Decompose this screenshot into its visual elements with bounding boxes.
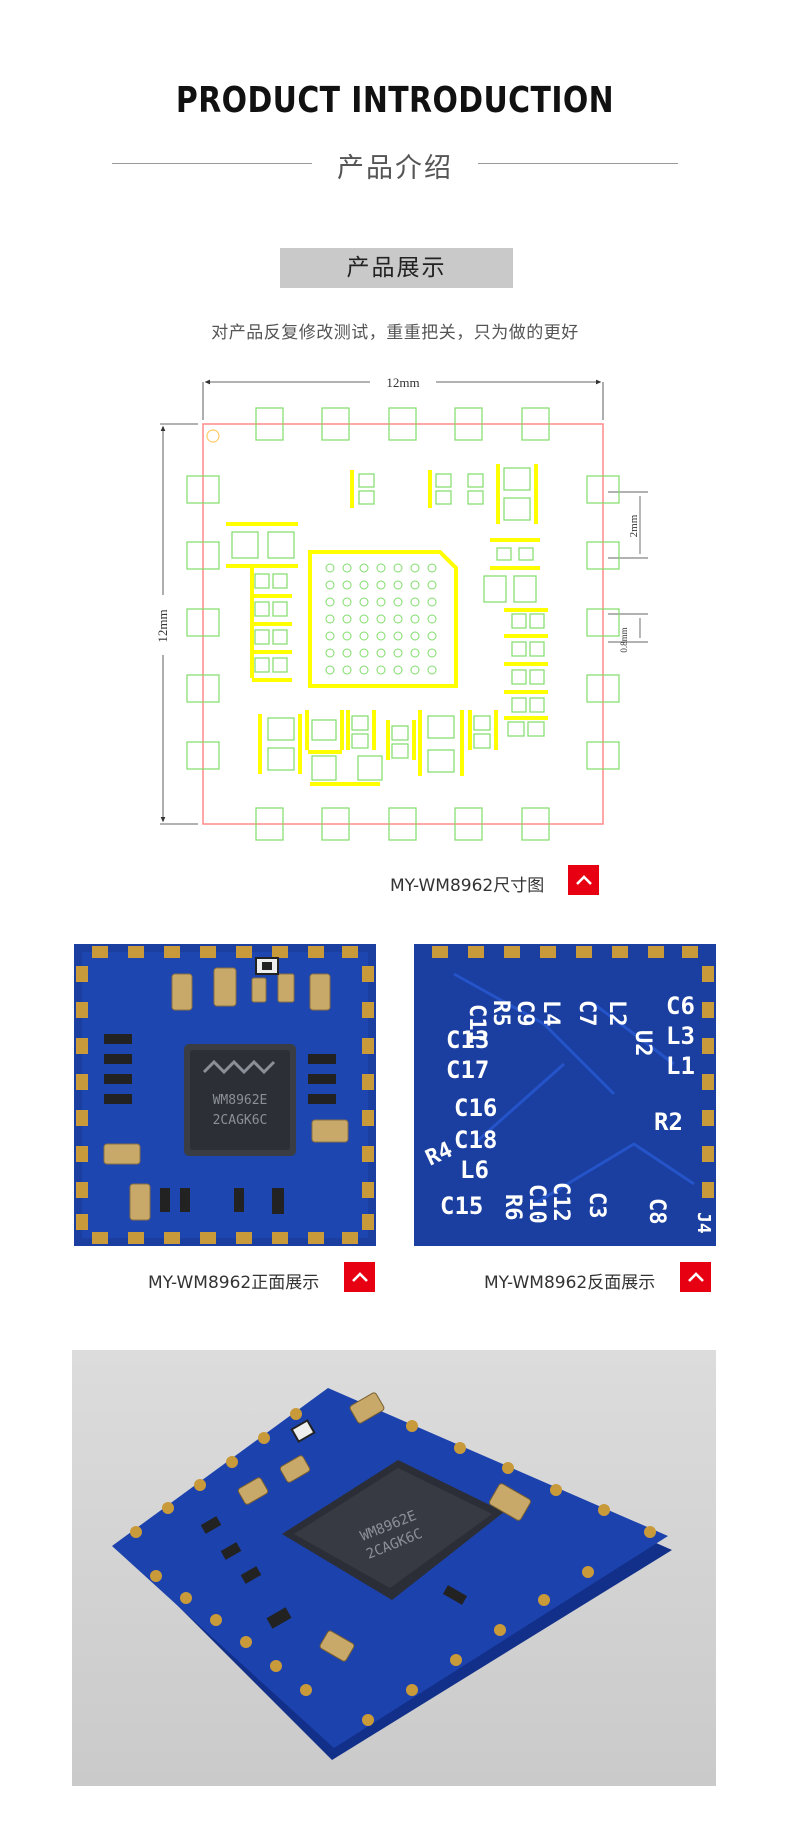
section-subtitle: 对产品反复修改测试，重重把关，只为做的更好 [211,323,579,343]
page-title-cn: 产品介绍 [337,153,453,184]
front-chip-line1: WM8962E [213,1093,268,1108]
silk-l4: L4 [538,1000,563,1027]
silk-l2: L2 [604,1000,629,1027]
width-label: 12mm [386,375,419,390]
silk-c10: C10 [524,1184,549,1224]
front-caption-button[interactable] [344,1262,375,1292]
silk-r5: R5 [488,1000,513,1027]
divider-left [112,163,312,164]
silk-j4: J4 [693,1212,714,1234]
silk-c3: C3 [584,1192,609,1219]
silk-c12: C12 [548,1182,573,1222]
silk-c15: C15 [440,1192,483,1220]
silk-c7: C7 [574,1000,599,1027]
silk-c11: C11 [464,1004,489,1044]
page-title-en: PRODUCT INTRODUCTION [175,80,615,121]
edge-pads [186,407,620,841]
silk-c8: C8 [644,1198,669,1225]
module-3d-photo: WM8962E 2CAGK6C [72,1350,716,1786]
chip-footprint [308,550,458,688]
section-tag: 产品展示 [280,248,513,288]
silk-c13: C13 [446,1026,489,1054]
silk-c16: C16 [454,1094,497,1122]
silk-c9: C9 [512,1000,537,1027]
pad-label: 0.8mm [619,627,629,652]
back-view-caption: MY-WM8962反面展示 [484,1273,656,1293]
dimension-diagram: 12mm 12mm 2mm 0.8mm [155,375,648,841]
chevron-up-icon [351,1272,368,1282]
silk-c17: C17 [446,1056,489,1084]
height-label: 12mm [155,609,170,642]
divider-right [478,163,678,164]
silk-l3: L3 [666,1022,695,1050]
chevron-up-icon [575,875,592,885]
silk-r2: R2 [654,1108,683,1136]
bga-balls [325,563,437,675]
silk-l1: L1 [666,1052,695,1080]
front-view-caption: MY-WM8962正面展示 [148,1273,320,1293]
silkscreen-marks [226,464,548,786]
diagram-caption-button[interactable] [568,865,599,895]
component-pads [231,467,545,781]
front-chip-line2: 2CAGK6C [213,1113,268,1128]
silk-l6: L6 [460,1156,489,1184]
diagram-caption: MY-WM8962尺寸图 [390,876,545,896]
silk-r6: R6 [500,1194,525,1221]
silk-u2: U2 [630,1030,655,1057]
chevron-up-icon [687,1272,704,1282]
pitch-label: 2mm [628,514,640,537]
module-outline [202,423,604,825]
silk-c6: C6 [666,992,695,1020]
back-caption-button[interactable] [680,1262,711,1292]
silk-c18: C18 [454,1126,497,1154]
front-view-photo: WM8962E 2CAGK6C [74,944,376,1246]
back-view-photo: C11 R5 C9 L4 C7 L2 U2 C6 L3 L1 C13 C17 C… [414,944,716,1246]
